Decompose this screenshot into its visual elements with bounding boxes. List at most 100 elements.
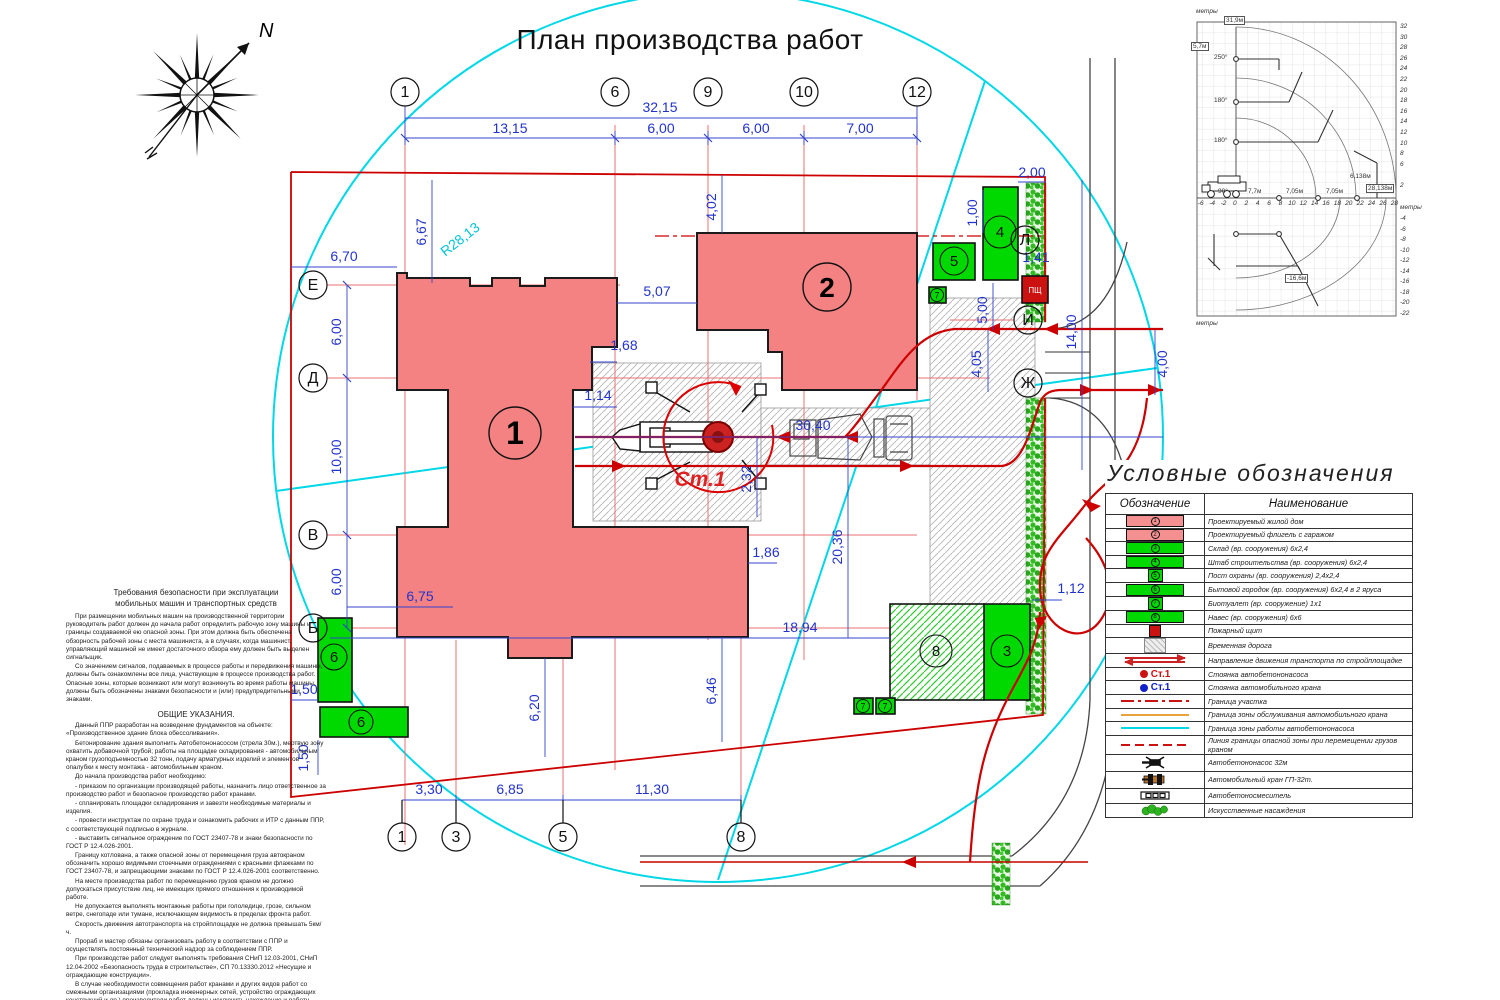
svg-text:1,00: 1,00 <box>964 199 980 226</box>
svg-text:4,05: 4,05 <box>968 350 984 377</box>
svg-text:6: 6 <box>357 714 365 731</box>
fire-shield <box>1021 275 1049 304</box>
svg-text:1,68: 1,68 <box>610 337 637 353</box>
wing-icon: 2 <box>1126 528 1184 541</box>
svg-text:3: 3 <box>452 829 461 846</box>
y-tick: 28 <box>1400 44 1408 52</box>
y-tick: -12 <box>1400 257 1410 265</box>
svg-text:5,07: 5,07 <box>643 283 670 299</box>
svg-text:5: 5 <box>950 253 958 270</box>
notes-paragraph: При производстве работ следует выполнять… <box>66 955 318 979</box>
svg-text:1,41: 1,41 <box>1022 249 1049 265</box>
svg-text:7: 7 <box>882 702 887 712</box>
notes-block: Требования безопасности при эксплуатации… <box>66 588 326 1000</box>
legend: Условные обозначения Обозначение Наимено… <box>1105 460 1413 818</box>
notes-title-line2: мобильных машин и транспортных средств <box>115 599 277 608</box>
compass-rose: N <box>135 20 274 160</box>
svg-text:7: 7 <box>934 291 939 301</box>
svg-text:6,20: 6,20 <box>526 694 542 721</box>
general-paragraphs: Данный ППР разработан на возведение фунд… <box>66 722 326 1000</box>
planting-icon <box>1141 804 1168 816</box>
notes-paragraph: Не допускается выполнять монтажные работ… <box>66 903 311 919</box>
x-tick: 22 <box>1356 200 1364 207</box>
svg-text:6,00: 6,00 <box>647 120 674 136</box>
y-tick: -10 <box>1400 246 1410 254</box>
svg-text:6,85: 6,85 <box>496 781 523 797</box>
y-tick: 16 <box>1400 107 1408 115</box>
building-2-wing-garage: 2 <box>696 232 918 391</box>
pump-rotation-arrow <box>662 381 775 494</box>
pump-truck-icon <box>1142 756 1165 769</box>
x-tick: 20 <box>1345 200 1353 207</box>
x-tick: 0 <box>1233 200 1237 207</box>
y-tick: 8 <box>1400 150 1404 158</box>
fire-shield-label: ПЩ <box>1028 286 1042 295</box>
radius-label: R28,13 <box>437 219 483 260</box>
building-1-residential: 1 <box>396 272 749 659</box>
warehouse-3 <box>983 603 1031 701</box>
svg-text:1,86: 1,86 <box>752 544 779 560</box>
svg-text:6: 6 <box>330 649 338 666</box>
svg-text:30,40: 30,40 <box>795 417 830 433</box>
notes-paragraph: Границу котлована, а также опасной зоны … <box>66 852 320 876</box>
svg-text:4,02: 4,02 <box>703 193 719 220</box>
safety-paragraphs: При размещении мобильных машин на произв… <box>66 613 326 704</box>
svg-text:Д: Д <box>308 370 319 387</box>
x-tick: 28 <box>1390 200 1398 207</box>
svg-text:6,46: 6,46 <box>703 677 719 704</box>
notes-paragraph: Со значением сигналов, подаваемых в проц… <box>66 663 323 703</box>
x-tick: 6 <box>1267 200 1271 207</box>
svg-text:32,15: 32,15 <box>642 99 677 115</box>
notes-paragraph: До начала производства работ необходимо: <box>75 773 207 781</box>
svg-text:Е: Е <box>308 277 319 294</box>
notes-paragraph: - приказом по организации производящей р… <box>66 782 326 798</box>
x-tick: 10 <box>1288 200 1296 207</box>
svg-text:10,00: 10,00 <box>328 439 344 474</box>
svg-text:3,30: 3,30 <box>415 781 442 797</box>
notes-paragraph: Скорость движения автотранспорта на стро… <box>66 920 322 936</box>
x-tick: -2 <box>1220 200 1227 207</box>
pump-truck-side-view <box>1201 175 1247 198</box>
legend-col-name: Наименование <box>1204 493 1413 515</box>
svg-text:20,36: 20,36 <box>829 529 845 564</box>
y-tick: 24 <box>1400 65 1408 73</box>
y-tick: -4 <box>1400 215 1406 222</box>
svg-text:Б: Б <box>308 620 319 637</box>
site-border-line-icon <box>1121 700 1189 703</box>
svg-text:1,50: 1,50 <box>290 681 317 697</box>
svg-text:1: 1 <box>398 829 407 846</box>
temp-road-icon <box>1144 638 1166 654</box>
y-tick: -14 <box>1400 267 1410 275</box>
unit-label-top: метры <box>1196 8 1218 15</box>
y-tick: 20 <box>1400 86 1408 94</box>
svg-text:10: 10 <box>795 84 813 101</box>
x-tick: -4 <box>1209 200 1215 207</box>
warehouse-icon: 3 <box>1126 542 1184 555</box>
svg-text:12: 12 <box>908 84 926 101</box>
x-tick: 18 <box>1333 200 1341 207</box>
x-tick: 14 <box>1310 200 1319 207</box>
x-tick: 4 <box>1255 200 1260 207</box>
svg-text:7: 7 <box>860 702 865 712</box>
x-tick: 16 <box>1322 200 1330 207</box>
legend-title: Условные обозначения <box>1107 460 1395 486</box>
y-tick: 26 <box>1400 54 1408 62</box>
unit-label-bottom: метры <box>1196 320 1218 327</box>
y-tick: -6 <box>1400 225 1406 233</box>
svg-text:8: 8 <box>737 829 746 846</box>
svg-text:6,75: 6,75 <box>406 588 433 604</box>
notes-paragraph: Прораб и мастер обязаны организовать раб… <box>66 937 288 954</box>
reach-y-ticks-neg: -4-6-8-10-12-14-16-18-20-22 <box>1400 215 1409 317</box>
svg-text:В: В <box>308 527 319 544</box>
y-tick: 30 <box>1400 33 1408 41</box>
svg-text:5,00: 5,00 <box>974 296 990 323</box>
x-tick: 24 <box>1367 200 1376 207</box>
y-tick: 22 <box>1400 75 1408 83</box>
notes-paragraph: - спланировать площадки складирования и … <box>66 799 311 816</box>
svg-text:3: 3 <box>1003 643 1011 660</box>
svg-text:6,00: 6,00 <box>742 120 769 136</box>
svg-text:1,12: 1,12 <box>1057 580 1084 596</box>
